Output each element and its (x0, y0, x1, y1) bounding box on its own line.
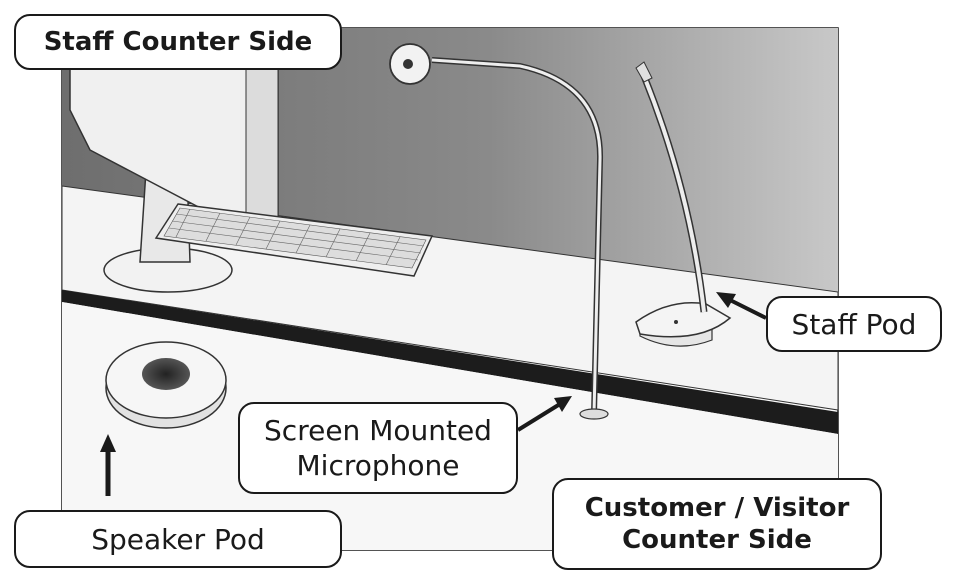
screen-mounted-mic-label: Screen Mounted Microphone (238, 402, 518, 494)
staff-pod-text: Staff Pod (791, 307, 917, 341)
customer-text-line2: Counter Side (622, 525, 812, 555)
staff-pod-label: Staff Pod (766, 296, 942, 352)
speaker-pod-label: Speaker Pod (14, 510, 342, 568)
counter-edge-strip (62, 290, 838, 434)
customer-text-line1: Customer / Visitor (584, 492, 850, 523)
staff-counter-side-label: Staff Counter Side (14, 14, 342, 70)
screen-mounted-mic (389, 43, 609, 420)
staff-gooseneck-mic (635, 61, 708, 313)
keyboard (154, 203, 434, 277)
speaker-pod (105, 341, 227, 429)
arrow-speaker-pod (100, 434, 116, 496)
arrow-staff-pod (716, 292, 767, 320)
customer-counter-side-label: Customer / Visitor Counter Side (552, 478, 882, 570)
arrow-screen-mic (516, 396, 572, 432)
screen-mic-text-line1: Screen Mounted (264, 414, 492, 447)
staff-counter-side-text: Staff Counter Side (43, 26, 313, 57)
speaker-pod-text: Speaker Pod (91, 522, 265, 556)
screen-mic-text-line2: Microphone (296, 449, 460, 482)
